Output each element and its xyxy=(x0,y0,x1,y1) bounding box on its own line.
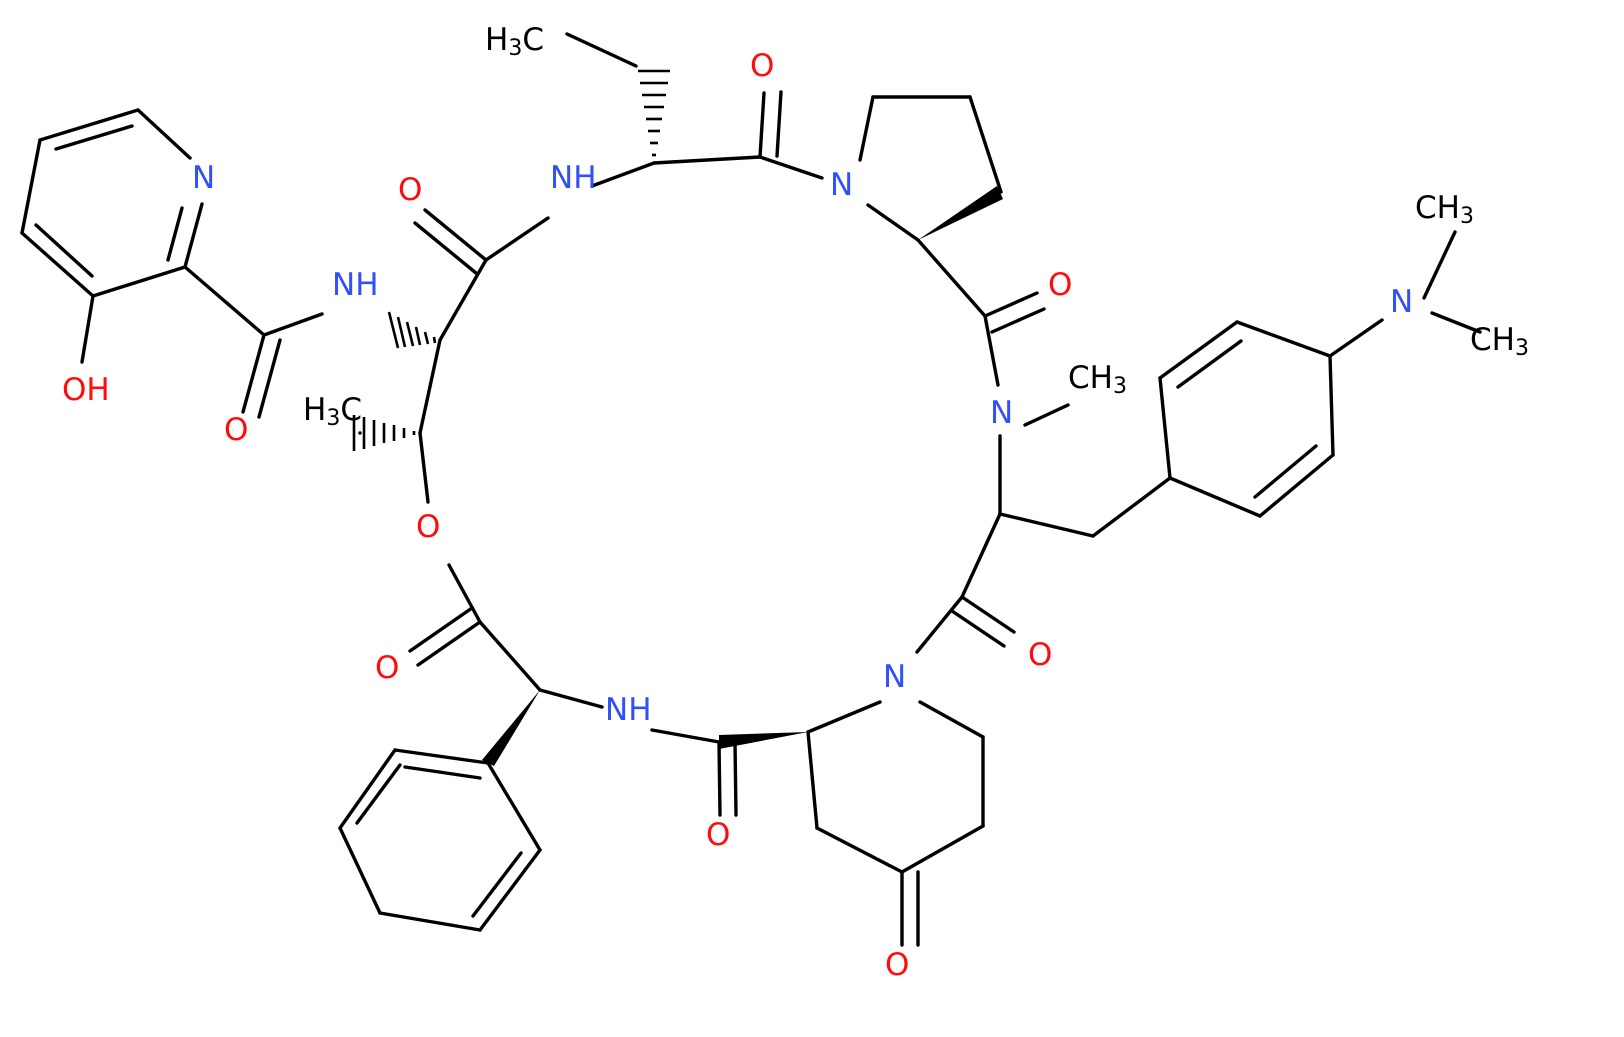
label-thr-methyl: H3C xyxy=(303,392,362,431)
label-pro-n: N xyxy=(830,167,853,203)
label-nme2-ch3-right: CH3 xyxy=(1470,322,1529,361)
hash-ile-ethyl xyxy=(638,69,670,157)
hash-thr-methyl xyxy=(352,415,416,451)
label-thr-co-o: O xyxy=(398,172,422,208)
wedge-proline-alpha xyxy=(918,186,1003,240)
label-n-me-n: N xyxy=(990,395,1013,431)
stereo-bond-layer xyxy=(352,69,1003,766)
label-nh-bottom: NH xyxy=(605,692,652,728)
label-ester-co-o: O xyxy=(375,650,399,686)
label-nme2-ch3-top: CH3 xyxy=(1415,190,1474,229)
label-amide-nh: NH xyxy=(332,267,379,303)
label-n-methyl: CH3 xyxy=(1068,360,1127,399)
wedge-phenylglycine-alpha xyxy=(482,690,540,766)
label-pip-co-o: O xyxy=(1028,637,1052,673)
label-pyridine-oh: OH xyxy=(62,372,110,408)
label-pyridine-n: N xyxy=(192,160,215,196)
label-ester-o: O xyxy=(416,509,440,545)
hash-thr-nh xyxy=(387,311,437,349)
wedge-piperidine-alpha xyxy=(719,732,808,749)
atom-label-layer: H3C CH3 H3C CH3 CH3 N OH O NH O NH O N O… xyxy=(62,22,1529,983)
bond-layer xyxy=(20,32,1482,947)
label-pip-n: N xyxy=(883,659,906,695)
label-pro-co-o: O xyxy=(1048,267,1072,303)
label-ile-co-o: O xyxy=(750,48,774,84)
label-ethyl-ch3: H3C xyxy=(485,22,544,61)
label-nme2-n: N xyxy=(1390,284,1413,320)
label-phg-amide-o: O xyxy=(706,817,730,853)
label-amide-o: O xyxy=(224,412,248,448)
label-macro-nh-top: NH xyxy=(550,160,597,196)
label-ketone-o: O xyxy=(885,947,909,983)
